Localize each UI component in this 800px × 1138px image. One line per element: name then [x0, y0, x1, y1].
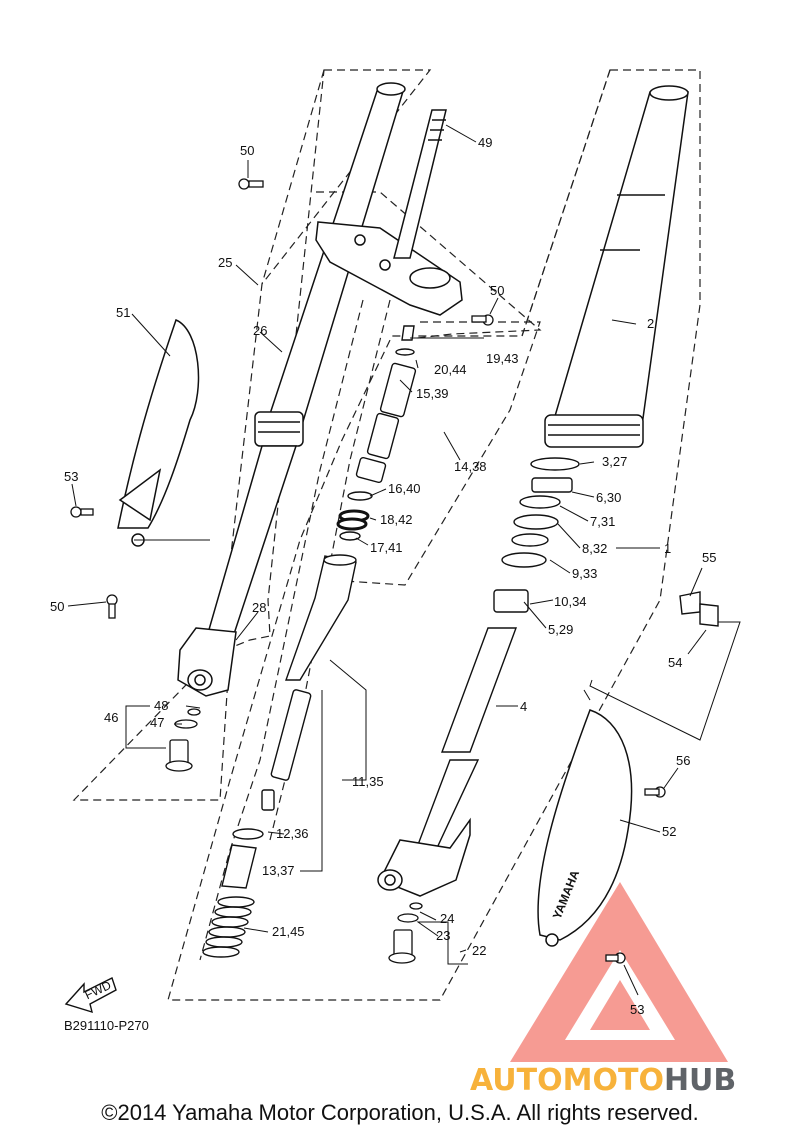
- fork-spring: [202, 828, 264, 958]
- bolts: [70, 178, 666, 964]
- diagram-ref-code: B291110-P270: [64, 1018, 149, 1033]
- callout-48: 48: [154, 698, 168, 713]
- callout-25: 25: [218, 255, 232, 270]
- callout-16-40: 16,40: [388, 481, 421, 496]
- callout-10-34: 10,34: [554, 594, 587, 609]
- callout-21-45: 21,45: [272, 924, 305, 939]
- guard-bracket: [679, 591, 719, 627]
- right-seals-stack: [414, 457, 580, 851]
- callout-49: 49: [478, 135, 492, 150]
- callout-14-38: 14,38: [454, 459, 487, 474]
- bolt-53-right: [605, 952, 626, 964]
- callout-2: 2: [647, 316, 654, 331]
- callout-55: 55: [702, 550, 716, 565]
- callout-9-33: 9,33: [572, 566, 597, 581]
- callout-11-35: 11,35: [352, 774, 384, 789]
- axle-bracket-right: [377, 817, 471, 897]
- callout-labels: 49 50 50 25 51 26 53 28 50 48 47 46 19,4…: [50, 135, 716, 1017]
- callout-28: 28: [252, 600, 266, 615]
- callout-53-right: 53: [630, 1002, 644, 1017]
- callout-19-43: 19,43: [486, 351, 519, 366]
- callout-17-41: 17,41: [370, 540, 403, 555]
- fork-guard-right: [537, 709, 633, 947]
- callout-50-top: 50: [240, 143, 254, 158]
- callout-20-44: 20,44: [434, 362, 467, 377]
- bolt-50-clamp: [471, 314, 494, 326]
- callout-12-36: 12,36: [276, 826, 309, 841]
- leader-lines: [67, 124, 741, 996]
- callout-54: 54: [668, 655, 682, 670]
- steering-stem: [393, 109, 447, 259]
- fwd-arrow: FWD: [64, 977, 117, 1014]
- callout-18-42: 18,42: [380, 512, 413, 527]
- callout-26: 26: [253, 323, 267, 338]
- watermark-logo: [510, 882, 728, 1062]
- callout-23: 23: [436, 928, 450, 943]
- callout-22: 22: [472, 943, 486, 958]
- callout-46: 46: [104, 710, 118, 725]
- damper-cartridge: [261, 325, 417, 811]
- axle-bracket-left: [177, 627, 237, 697]
- outer-tube-left: [205, 82, 406, 641]
- callout-47: 47: [150, 715, 164, 730]
- drain-bolt-left: [165, 739, 193, 772]
- callout-15-39: 15,39: [416, 386, 449, 401]
- callout-7-31: 7,31: [590, 514, 615, 529]
- callout-50-lower: 50: [50, 599, 64, 614]
- callout-6-30: 6,30: [596, 490, 621, 505]
- callout-8-32: 8,32: [582, 541, 607, 556]
- bolt-53-left: [70, 506, 94, 518]
- bolt-50-top: [238, 178, 264, 190]
- bolt-50-lower: [106, 594, 118, 619]
- callout-5-29: 5,29: [548, 622, 573, 637]
- callout-50-clamp: 50: [490, 283, 504, 298]
- copyright-notice: ©2014 Yamaha Motor Corporation, U.S.A. A…: [101, 1100, 699, 1125]
- bolt-56: [644, 786, 666, 798]
- callout-13-37: 13,37: [262, 863, 295, 878]
- drain-bolt-right: [388, 929, 416, 964]
- callout-1: 1: [664, 541, 671, 556]
- callout-53-left: 53: [64, 469, 78, 484]
- callout-24: 24: [440, 911, 454, 926]
- watermark-text: AUTOMOTOHUB: [470, 1063, 736, 1098]
- watermark-part2: HUB: [664, 1063, 736, 1098]
- callout-52: 52: [662, 824, 676, 839]
- callout-51: 51: [116, 305, 130, 320]
- watermark-part1: AUTOMOTO: [470, 1063, 664, 1098]
- outer-tube-right: [544, 85, 689, 448]
- fork-guard-left: [117, 318, 200, 547]
- callout-56: 56: [676, 753, 690, 768]
- callout-4: 4: [520, 699, 527, 714]
- triple-clamp: [315, 221, 463, 316]
- callout-3-27: 3,27: [602, 454, 627, 469]
